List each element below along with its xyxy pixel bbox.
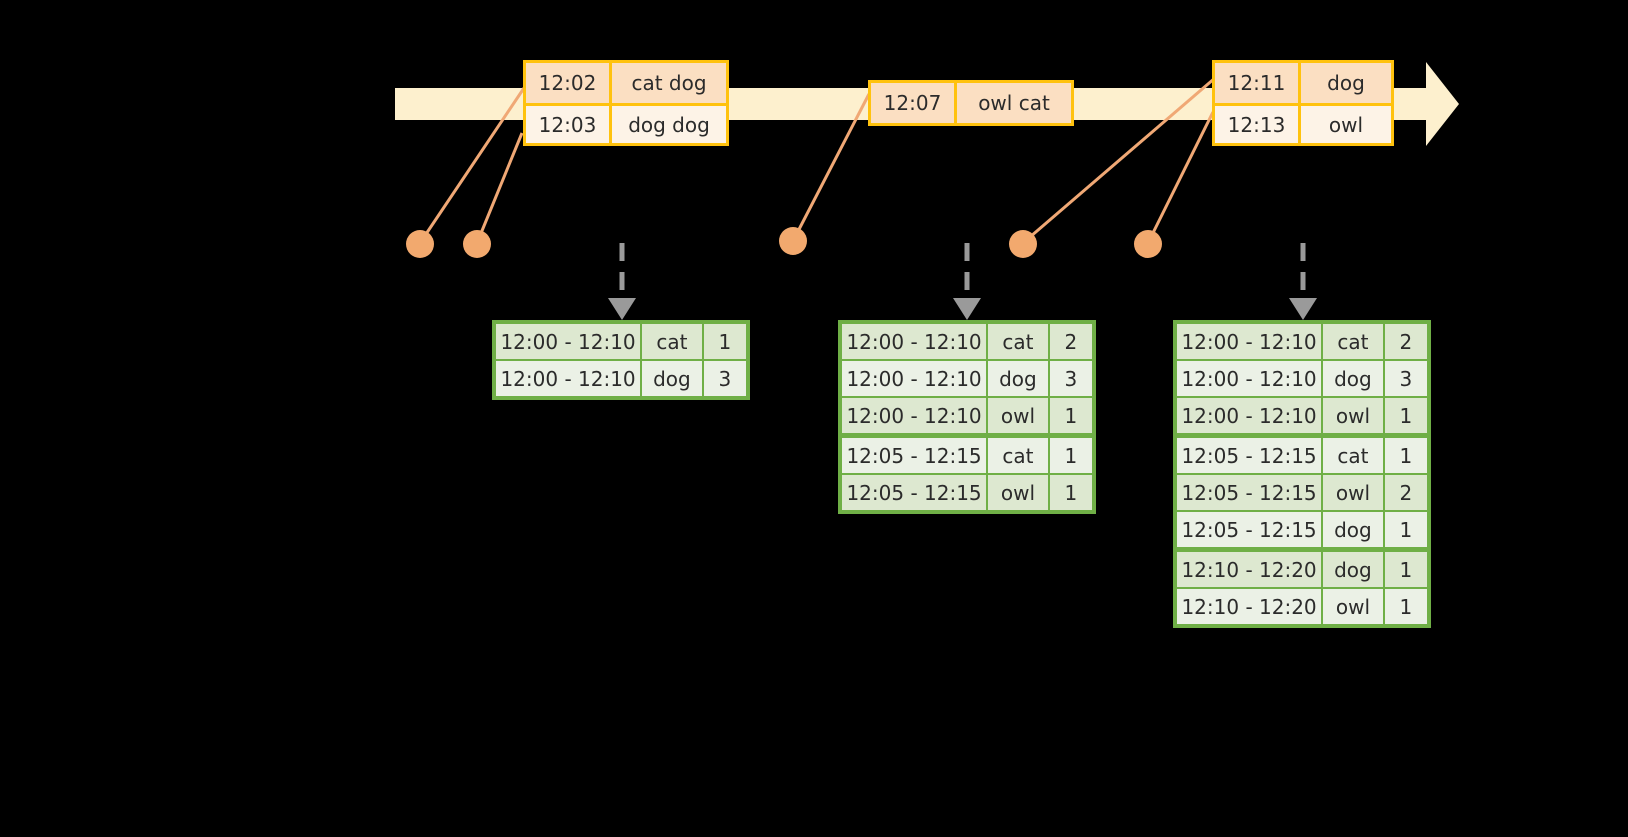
event-words: owl cat bbox=[957, 83, 1071, 123]
cell-count: 3 bbox=[1049, 361, 1092, 396]
event-box-3[interactable]: 12:11 dog 12:13 owl bbox=[1212, 60, 1394, 146]
cell-window: 12:00 - 12:10 bbox=[842, 361, 987, 396]
cell-count: 1 bbox=[1384, 512, 1427, 547]
cell-count: 1 bbox=[1049, 398, 1092, 433]
event-row: 12:02 cat dog bbox=[526, 63, 726, 103]
event-row: 12:11 dog bbox=[1215, 63, 1391, 103]
cell-word: dog bbox=[1323, 552, 1383, 587]
cell-word: cat bbox=[642, 324, 702, 359]
cell-word: owl bbox=[1323, 589, 1383, 624]
leader-line-5 bbox=[1146, 111, 1215, 244]
event-time: 12:13 bbox=[1215, 106, 1301, 143]
event-box-2[interactable]: 12:07 owl cat bbox=[868, 80, 1074, 126]
cell-word: dog bbox=[642, 361, 702, 396]
cell-window: 12:00 - 12:10 bbox=[1177, 361, 1322, 396]
event-dot-4 bbox=[1009, 230, 1037, 258]
cell-count: 3 bbox=[703, 361, 746, 396]
cell-word: dog bbox=[988, 361, 1048, 396]
cell-count: 3 bbox=[1384, 361, 1427, 396]
leader-line-3 bbox=[791, 93, 871, 242]
cell-count: 1 bbox=[1049, 475, 1092, 510]
cell-window: 12:00 - 12:10 bbox=[842, 324, 987, 359]
cell-word: cat bbox=[988, 324, 1048, 359]
event-words: dog dog bbox=[612, 106, 726, 143]
event-time: 12:03 bbox=[526, 106, 612, 143]
event-dot-1 bbox=[406, 230, 434, 258]
cell-count: 1 bbox=[1384, 398, 1427, 433]
cell-count: 1 bbox=[1049, 438, 1092, 473]
cell-window: 12:05 - 12:15 bbox=[842, 438, 987, 473]
cell-window: 12:10 - 12:20 bbox=[1177, 589, 1322, 624]
emit-arrows bbox=[608, 243, 1317, 320]
cell-count: 2 bbox=[1049, 324, 1092, 359]
leader-line-2 bbox=[475, 132, 524, 244]
cell-count: 1 bbox=[1384, 552, 1427, 587]
cell-count: 1 bbox=[1384, 438, 1427, 473]
cell-count: 2 bbox=[1384, 324, 1427, 359]
emit-arrow-3 bbox=[1289, 243, 1317, 320]
event-row: 12:13 owl bbox=[1215, 103, 1391, 143]
cell-word: owl bbox=[1323, 475, 1383, 510]
cell-word: owl bbox=[988, 475, 1048, 510]
cell-window: 12:00 - 12:10 bbox=[496, 324, 641, 359]
cell-window: 12:00 - 12:10 bbox=[842, 398, 987, 433]
event-dot-3 bbox=[779, 227, 807, 255]
event-words: cat dog bbox=[612, 63, 726, 103]
event-box-1[interactable]: 12:02 cat dog 12:03 dog dog bbox=[523, 60, 729, 146]
cell-window: 12:05 - 12:15 bbox=[842, 475, 987, 510]
emit-arrow-2 bbox=[953, 243, 981, 320]
leader-line-1 bbox=[418, 87, 526, 244]
cell-window: 12:00 - 12:10 bbox=[1177, 324, 1322, 359]
event-dot-5 bbox=[1134, 230, 1162, 258]
cell-window: 12:00 - 12:10 bbox=[496, 361, 641, 396]
cell-word: owl bbox=[1323, 398, 1383, 433]
cell-word: cat bbox=[1323, 438, 1383, 473]
event-time: 12:02 bbox=[526, 63, 612, 103]
cell-word: cat bbox=[988, 438, 1048, 473]
cell-window: 12:00 - 12:10 bbox=[1177, 398, 1322, 433]
cell-window: 12:05 - 12:15 bbox=[1177, 512, 1322, 547]
cell-count: 2 bbox=[1384, 475, 1427, 510]
cell-word: owl bbox=[988, 398, 1048, 433]
cell-window: 12:05 - 12:15 bbox=[1177, 438, 1322, 473]
cell-word: dog bbox=[1323, 512, 1383, 547]
cell-window: 12:10 - 12:20 bbox=[1177, 552, 1322, 587]
cell-word: dog bbox=[1323, 361, 1383, 396]
event-row: 12:03 dog dog bbox=[526, 103, 726, 143]
event-words: owl bbox=[1301, 106, 1391, 143]
event-dots bbox=[406, 227, 1162, 258]
event-time: 12:11 bbox=[1215, 63, 1301, 103]
cell-count: 1 bbox=[703, 324, 746, 359]
event-time: 12:07 bbox=[871, 83, 957, 123]
cell-word: cat bbox=[1323, 324, 1383, 359]
emit-arrow-1 bbox=[608, 243, 636, 320]
event-dot-2 bbox=[463, 230, 491, 258]
event-words: dog bbox=[1301, 63, 1391, 103]
cell-count: 1 bbox=[1384, 589, 1427, 624]
cell-window: 12:05 - 12:15 bbox=[1177, 475, 1322, 510]
event-row: 12:07 owl cat bbox=[871, 83, 1071, 123]
